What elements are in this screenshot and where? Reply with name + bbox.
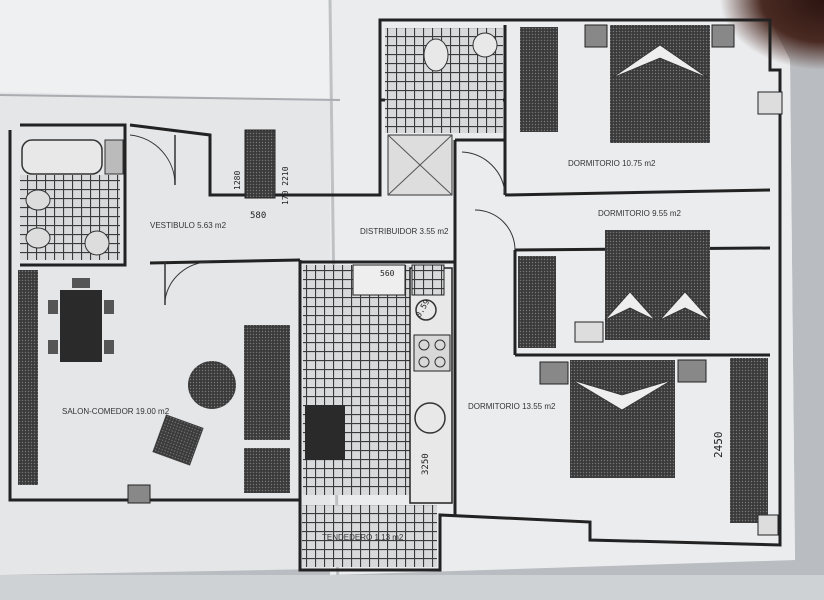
chair <box>48 300 58 314</box>
room-label-dormitorio1: DORMITORIO 10.75 m2 <box>568 159 656 168</box>
bath-taps-icon <box>104 139 124 175</box>
washbasin-icon <box>84 230 110 256</box>
wardrobe <box>244 129 276 199</box>
room-label-dormitorio2: DORMITORIO 9.55 m2 <box>598 209 682 218</box>
sofa-end <box>244 448 290 493</box>
boiler <box>352 264 406 296</box>
bed <box>605 230 710 340</box>
washbasin-icon <box>472 32 498 58</box>
wardrobe <box>518 256 556 348</box>
counter <box>409 267 453 504</box>
living-dining-room: SALON-COMEDOR 19.00 m2 <box>18 270 290 504</box>
sink-icon <box>411 264 445 296</box>
room-label-tendedero: TENDEDERO 1.13 m2 <box>322 533 404 542</box>
dimension-label: 2450 <box>712 432 725 459</box>
room-label-salon: SALON-COMEDOR 19.00 m2 <box>62 407 170 416</box>
dimension-label: 3250 <box>421 453 431 475</box>
room-label-distribuidor: DISTRIBUIDOR 3.55 m2 <box>360 227 449 236</box>
bed <box>610 25 710 143</box>
washer-icon <box>415 299 437 321</box>
bedroom-1: DORMITORIO 10.75 m2 <box>520 24 783 168</box>
armchair <box>152 414 204 466</box>
dimension-label: 560 <box>380 269 395 278</box>
round-table <box>188 361 236 409</box>
hallway: DISTRIBUIDOR 3.55 m2 <box>360 151 516 251</box>
kitchen-table <box>305 405 345 460</box>
bedroom-2: DORMITORIO 9.55 m2 <box>518 209 711 348</box>
kitchen: 560 0.59 3250 <box>303 264 453 504</box>
bidet-icon <box>25 227 51 249</box>
radiator <box>127 484 151 504</box>
toilet-icon <box>423 38 449 72</box>
chair <box>104 300 114 314</box>
vestibule: VESTIBULO 5.63 m2 1280 580 170 2210 <box>129 129 290 305</box>
drying-area: TENDEDERO 1.13 m2 <box>302 505 437 567</box>
room-label-dormitorio3: DORMITORIO 13.55 m2 <box>468 402 556 411</box>
radiator <box>757 91 783 115</box>
nightstand <box>711 24 735 48</box>
chair <box>72 278 90 288</box>
fridge-icon <box>414 402 446 434</box>
sideboard <box>18 270 38 485</box>
hob-icon <box>413 334 451 372</box>
nightstand <box>677 359 707 383</box>
radiator <box>757 514 779 536</box>
nightstand <box>584 24 608 48</box>
dimension-label: 170 2210 <box>281 166 290 205</box>
bedroom-3: 2450 DORMITORIO 13.55 m2 <box>468 358 779 536</box>
sofa <box>244 325 290 440</box>
bathtub-icon <box>21 139 103 175</box>
nightstand <box>574 321 604 343</box>
chair <box>48 340 58 354</box>
dimension-label: 1280 <box>233 171 242 190</box>
bed <box>570 360 675 478</box>
wardrobe <box>520 27 558 132</box>
dimension-label: 580 <box>250 211 266 221</box>
bathroom-left <box>20 139 124 260</box>
room-label-vestibulo: VESTIBULO 5.63 m2 <box>150 221 227 230</box>
nightstand <box>539 361 569 385</box>
toilet-icon <box>25 189 51 211</box>
wardrobe <box>730 358 768 523</box>
dining-table <box>60 290 102 362</box>
bathroom-top <box>385 28 503 196</box>
walls <box>8 18 782 572</box>
chair <box>104 340 114 354</box>
